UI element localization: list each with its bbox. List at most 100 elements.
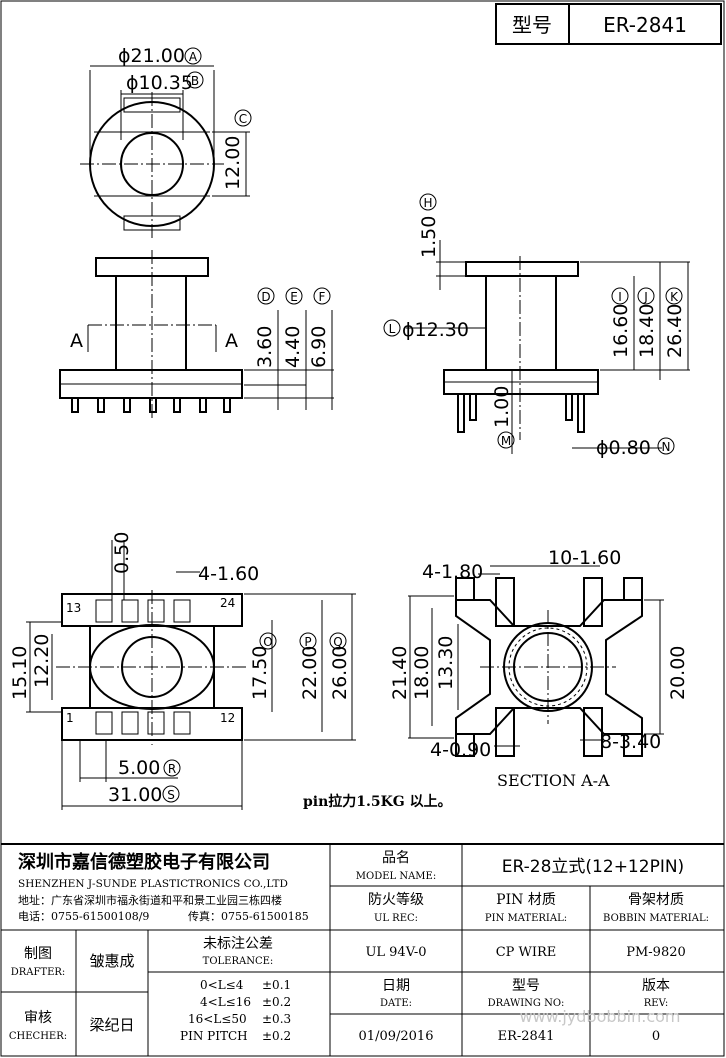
bottom-gap-dim: 0.50 — [111, 532, 133, 574]
bottom-pitch-dim: 5.00 — [118, 757, 160, 779]
bottom-width-inner: 12.20 — [31, 634, 53, 688]
tolerance-range-4: PIN PITCH — [180, 1029, 248, 1043]
pin-label-en: PIN MATERIAL: — [485, 913, 567, 924]
side-dim-i: 16.60 — [610, 304, 632, 358]
tag-r: R — [168, 762, 176, 776]
tag-o: O — [263, 635, 272, 649]
rev-value: 0 — [652, 1029, 660, 1044]
section-bot-a: 4-0.90 — [430, 739, 491, 761]
tag-n: N — [662, 440, 671, 454]
section-h4: 20.00 — [667, 646, 689, 700]
section-h3: 13.30 — [435, 636, 457, 690]
drawing-label-cn: 型号 — [512, 978, 540, 994]
company-fax: 传真：0755-61500185 — [188, 909, 309, 923]
front-pins — [71, 397, 231, 413]
drafter-name: 皱惠成 — [89, 952, 134, 970]
tag-q: Q — [333, 635, 342, 649]
side-view: 1.50 H L ϕ12.30 16.60 18.40 26.40 I J K … — [383, 193, 690, 459]
pin-label-cn: PIN 材质 — [496, 892, 556, 908]
company-name-cn: 深圳市嘉信德塑胶电子有限公司 — [18, 851, 270, 873]
tag-k: K — [670, 290, 679, 304]
bottom-width-outer: 15.10 — [9, 646, 31, 700]
bottom-length-dim: 31.00 — [108, 784, 162, 806]
side-top-dim: 1.50 — [418, 216, 440, 258]
tag-a: A — [189, 50, 198, 64]
model-value: ER-28立式(12+12PIN) — [502, 857, 684, 877]
tolerance-value-1: ±0.1 — [262, 978, 291, 992]
tolerance-label-cn: 未标注公差 — [203, 936, 273, 952]
section-a-a: 4-1.80 10-1.60 21.40 18.00 13.30 20.00 4… — [389, 547, 689, 790]
ul-label-en: UL REC: — [374, 913, 418, 924]
side-dim-k: 26.40 — [664, 304, 686, 358]
tag-h: H — [423, 196, 432, 210]
tag-b: B — [191, 74, 199, 88]
title-block — [1, 843, 724, 1056]
tag-e: E — [290, 290, 298, 304]
tolerance-label-en: TOLERANCE: — [203, 956, 274, 967]
pull-force-note: pin拉力1.5KG 以上。 — [303, 793, 452, 810]
top-view: ϕ21.00 A ϕ10.35 B 12.00 C — [80, 45, 252, 238]
type-header: 型号 ER-2841 — [495, 3, 722, 45]
rev-label-cn: 版本 — [642, 978, 670, 994]
pin-value: CP WIRE — [496, 945, 557, 960]
side-core-dia: ϕ12.30 — [402, 319, 469, 341]
model-label-en: MODEL NAME: — [356, 871, 436, 882]
side-pin-len: 1.00 — [491, 386, 513, 428]
date-label-cn: 日期 — [382, 978, 410, 994]
section-fins — [455, 577, 643, 757]
side-pin-dia: ϕ0.80 — [596, 437, 651, 459]
pin-label-1: 1 — [66, 711, 74, 725]
tolerance-value-3: ±0.3 — [262, 1012, 291, 1026]
section-bot-b: 8-3.40 — [600, 731, 661, 753]
type-value: ER-2841 — [603, 13, 687, 37]
bottom-dim-p: 22.00 — [299, 646, 321, 700]
ul-label-cn: 防火等级 — [368, 891, 424, 908]
section-h2: 18.00 — [411, 646, 433, 700]
checker-label-en: CHECHER: — [9, 1031, 67, 1042]
drafter-label-en: DRAFTER: — [11, 967, 66, 978]
top-height-dim: 12.00 — [222, 136, 244, 190]
bobbin-label-en: BOBBIN MATERIAL: — [603, 913, 709, 924]
tag-c: C — [239, 112, 247, 126]
tolerance-range-2: 4<L≤16 — [200, 995, 251, 1009]
drawing-label-en: DRAWING NO: — [488, 998, 565, 1009]
tag-l: L — [389, 322, 396, 336]
front-dim-f: 6.90 — [308, 326, 330, 368]
date-label-en: DATE: — [380, 998, 412, 1009]
tag-s: S — [167, 788, 175, 802]
top-inner-dia: ϕ10.35 — [126, 72, 193, 94]
watermark: www.jydbobbin.com — [519, 1007, 680, 1026]
bobbin-label-cn: 骨架材质 — [628, 892, 684, 908]
section-h1: 21.40 — [389, 646, 411, 700]
bottom-dim-q: 26.00 — [329, 646, 351, 700]
tolerance-table: 0<L≤4 ±0.1 4<L≤16 ±0.2 16<L≤50 ±0.3 PIN … — [180, 978, 291, 1043]
tag-d: D — [261, 290, 270, 304]
rev-label-en: REV: — [644, 998, 668, 1009]
ul-value: UL 94V-0 — [365, 945, 426, 960]
tag-j: J — [643, 290, 648, 304]
company-name-en: SHENZHEN J-SUNDE PLASTICTRONICS CO.,LTD — [18, 878, 288, 890]
section-slot-a: 4-1.80 — [422, 561, 483, 583]
pin-label-12: 12 — [220, 711, 235, 725]
tag-m: M — [501, 434, 511, 448]
section-mark-right: A — [225, 330, 238, 352]
company-phone: 电话：0755-61500108/9 — [18, 910, 149, 923]
pin-label-24: 24 — [220, 596, 235, 610]
tag-i: I — [618, 290, 622, 304]
front-dim-d: 3.60 — [254, 326, 276, 368]
tolerance-range-3: 16<L≤50 — [188, 1012, 247, 1026]
bottom-pin-slots — [95, 599, 191, 735]
bottom-dim-o: 17.50 — [249, 646, 271, 700]
tolerance-value-4: ±0.2 — [262, 1029, 291, 1043]
drawing-value: ER-2841 — [498, 1029, 555, 1044]
type-label: 型号 — [512, 13, 552, 37]
tag-f: F — [319, 290, 326, 304]
pin-label-13: 13 — [66, 601, 81, 615]
section-title: SECTION A-A — [497, 771, 610, 790]
checker-name: 梁纪日 — [89, 1016, 134, 1034]
company-address: 地址：广东省深圳市福永街道和平和景工业园三栋四楼 — [18, 893, 282, 907]
front-dim-e: 4.40 — [282, 326, 304, 368]
bobbin-value: PM-9820 — [626, 945, 686, 960]
checker-label-cn: 审核 — [24, 1010, 52, 1026]
